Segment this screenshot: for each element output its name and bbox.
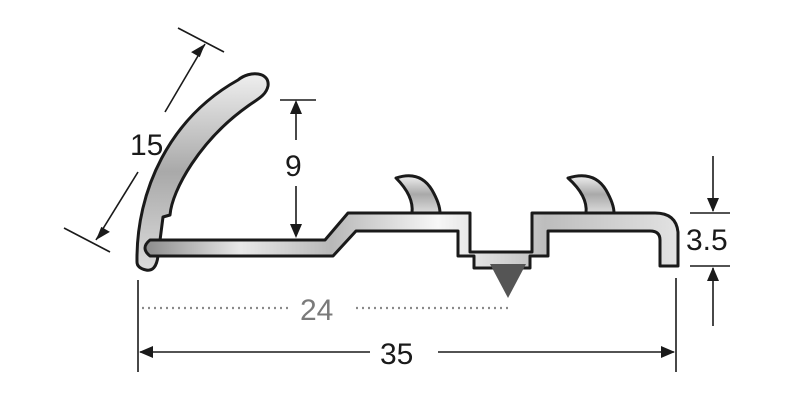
dimension-arc-length: 15 <box>63 27 225 253</box>
base-profile <box>143 211 680 270</box>
barb-left <box>394 174 442 215</box>
barb-right <box>566 174 616 215</box>
dim-label-width: 35 <box>380 338 413 371</box>
dimension-lip-height: 9 <box>280 99 316 238</box>
dim-label-height: 9 <box>285 150 302 183</box>
dimension-center-offset: 24 <box>142 294 508 327</box>
aluminium-profile <box>135 72 680 298</box>
dimension-thickness: 3.5 <box>686 156 730 326</box>
dim-label-center: 24 <box>300 294 333 327</box>
dim-label-thickness: 3.5 <box>686 224 728 257</box>
dim-label-arc: 15 <box>130 129 163 162</box>
dimension-total-width: 35 <box>137 278 677 372</box>
down-triangle-icon <box>490 264 526 298</box>
